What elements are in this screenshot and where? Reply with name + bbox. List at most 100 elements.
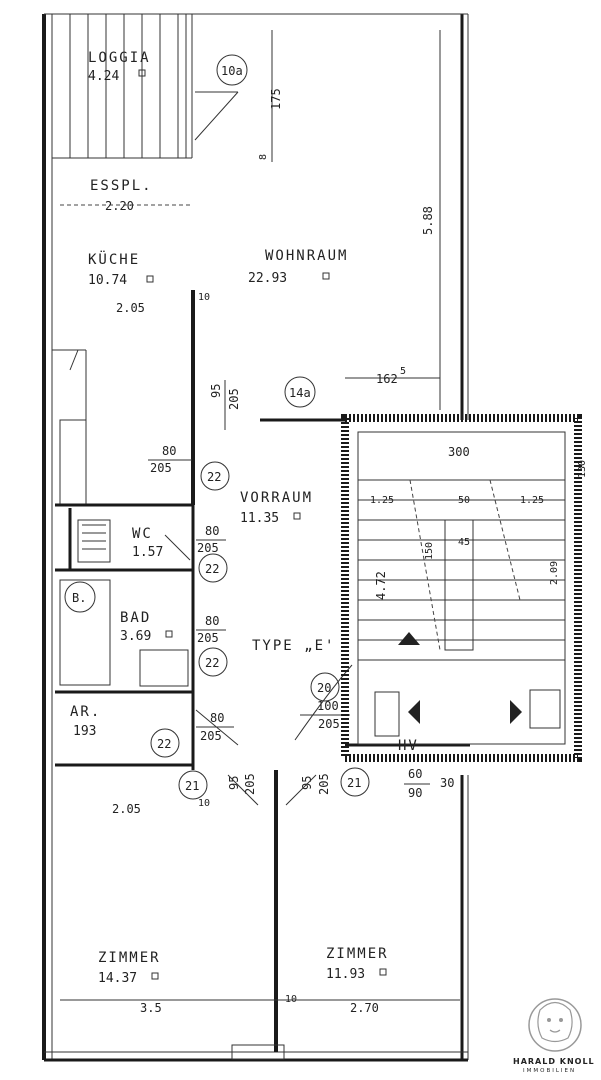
b-marker: B. <box>64 581 96 613</box>
arrow-up-icon <box>398 632 420 645</box>
svg-text:21: 21 <box>347 776 361 790</box>
svg-text:10a: 10a <box>221 64 243 78</box>
zimmer-2: ZIMMER 11.93 2.70 <box>326 946 387 1015</box>
svg-text:80: 80 <box>162 444 176 458</box>
zimmer2-dim-bottom: 2.70 <box>350 1001 379 1015</box>
dim-10a: 10 <box>198 292 210 303</box>
svg-text:50: 50 <box>458 495 470 506</box>
type-label: TYPE „E' <box>252 638 335 654</box>
svg-text:205: 205 <box>317 773 331 795</box>
svg-text:130: 130 <box>577 460 588 478</box>
bad: BAD 3.69 <box>59 579 189 687</box>
staircase: 300 1.25 50 1.25 150 45 130 2.09 4.72 HV <box>341 414 588 762</box>
ar-name: AR. <box>70 704 101 720</box>
zimmer1-name: ZIMMER <box>98 950 161 966</box>
svg-text:5: 5 <box>400 366 406 377</box>
svg-text:22: 22 <box>207 470 221 484</box>
arrow-right-icon <box>510 700 522 724</box>
svg-text:45: 45 <box>458 537 470 548</box>
svg-text:1.25: 1.25 <box>520 495 544 506</box>
vorraum-name: VORRAUM <box>240 490 313 506</box>
loggia: LOGGIA 4.24 <box>52 14 239 159</box>
arrow-left-icon <box>408 700 420 724</box>
dim-162-5: 162 5 <box>345 366 440 386</box>
svg-text:90: 90 <box>408 786 422 800</box>
bad-name: BAD <box>120 610 151 626</box>
wc-name: WC <box>132 526 153 542</box>
vorraum: VORRAUM 11.35 <box>240 490 313 526</box>
svg-text:205: 205 <box>150 461 172 475</box>
zimmer1-area: 14.37 <box>98 971 137 986</box>
logo-line2: IMMOBILIEN <box>523 1068 576 1074</box>
svg-text:22: 22 <box>157 737 171 751</box>
wohnraum: WOHNRAUM 22.93 5.88 <box>248 30 441 410</box>
door-tag-22-d: 22 <box>150 728 180 758</box>
hv-label: HV <box>398 738 419 754</box>
company-logo: HARALD KNOLL IMMOBILIEN <box>513 998 595 1074</box>
svg-text:100: 100 <box>317 699 339 713</box>
ar-area: 193 <box>73 724 96 739</box>
wohnraum-area: 22.93 <box>248 271 287 286</box>
dim-80-205-c: 80 205 <box>196 614 226 645</box>
dim-80-205-b: 80 205 <box>196 524 226 555</box>
dim-95-205-c: 95 205 <box>285 773 331 806</box>
dim-60-90: 60 90 30 <box>404 767 454 800</box>
svg-text:80: 80 <box>205 614 219 628</box>
door-tag-21-b: 21 <box>340 767 370 797</box>
svg-text:205: 205 <box>200 729 222 743</box>
door-tag-21-a: 21 <box>178 770 208 800</box>
svg-text:4.72: 4.72 <box>374 571 388 600</box>
ar: AR. 193 <box>70 704 101 739</box>
svg-text:95: 95 <box>209 384 223 398</box>
svg-text:175: 175 <box>269 88 283 110</box>
area-marker-icon <box>138 69 146 77</box>
wc: WC 1.57 <box>77 519 191 563</box>
area-marker-icon <box>293 512 301 520</box>
zimmer2-area: 11.93 <box>326 967 365 982</box>
outer-walls <box>42 13 469 1062</box>
zimmer1-dim-top: 2.05 <box>112 802 141 816</box>
svg-text:80: 80 <box>205 524 219 538</box>
svg-text:162: 162 <box>376 372 398 386</box>
loggia-area: 4.24 <box>88 69 119 84</box>
vorraum-area: 11.35 <box>240 511 279 526</box>
svg-text:205: 205 <box>243 773 257 795</box>
svg-text:95: 95 <box>227 776 241 790</box>
door-tag-22-a: 22 <box>200 461 230 491</box>
area-marker-icon <box>322 272 330 280</box>
dim-80-205-d: 80 205 <box>195 709 239 746</box>
door-tag-22-c: 22 <box>198 647 228 677</box>
kueche-area: 10.74 <box>88 273 127 288</box>
area-marker-icon <box>379 968 387 976</box>
svg-text:21: 21 <box>185 779 199 793</box>
svg-text:60: 60 <box>408 767 422 781</box>
svg-text:205: 205 <box>197 541 219 555</box>
dim-175: 175 8 <box>258 30 283 162</box>
dim-80-205-a: 80 205 <box>148 444 192 475</box>
dim-95-205-b: 95 205 10 <box>198 773 259 809</box>
esspl: ESSPL. 2.20 <box>60 178 190 213</box>
loggia-name: LOGGIA <box>88 50 151 66</box>
svg-text:30: 30 <box>440 776 454 790</box>
svg-text:8: 8 <box>258 154 269 160</box>
logo-line1: HARALD KNOLL <box>513 1057 595 1066</box>
svg-text:80: 80 <box>210 711 224 725</box>
wc-area: 1.57 <box>132 545 163 560</box>
zimmer-1: 2.05 ZIMMER 14.37 3.5 <box>98 802 162 1015</box>
kueche-dim: 2.05 <box>116 301 145 315</box>
door-tag-22-b: 22 <box>198 553 228 583</box>
svg-text:150: 150 <box>424 542 435 560</box>
bad-area: 3.69 <box>120 629 151 644</box>
esspl-dim: 2.20 <box>105 199 134 213</box>
svg-text:205: 205 <box>197 631 219 645</box>
door-tag-10a: 10a <box>216 54 248 86</box>
area-marker-icon <box>146 275 154 283</box>
kueche: KÜCHE 10.74 2.05 <box>52 250 154 506</box>
svg-text:14a: 14a <box>289 386 311 400</box>
esspl-name: ESSPL. <box>90 178 153 194</box>
window <box>231 1044 285 1060</box>
dim-95-205-a: 95 205 <box>209 380 241 430</box>
door-tag-14a: 14a <box>284 376 316 408</box>
svg-text:22: 22 <box>205 656 219 670</box>
